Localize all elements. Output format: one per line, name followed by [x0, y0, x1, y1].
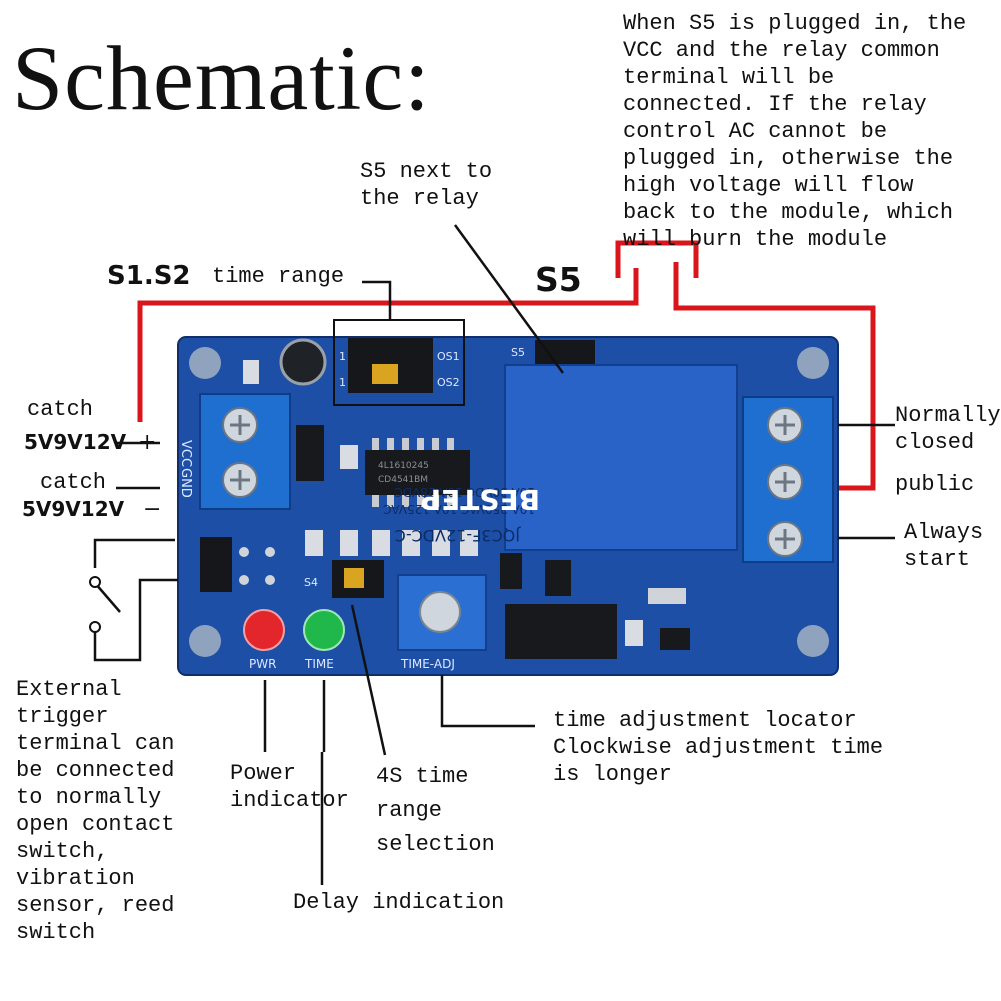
capacitor	[279, 338, 327, 386]
s4-jumper-cap	[344, 568, 364, 588]
mount-hole	[189, 625, 221, 657]
s2-pin-label: 1	[339, 376, 346, 389]
s1s2-label: S1.S2	[107, 261, 191, 291]
gnd-label: GND	[178, 468, 193, 498]
time-range-label: time range	[212, 264, 345, 289]
s5-warning-note: When S5 is plugged in, the VCC and the r…	[623, 11, 967, 252]
trigger-lead-bottom	[93, 578, 178, 662]
range-selection-label: 4S time range selection	[376, 764, 495, 857]
trigger-header	[200, 537, 232, 592]
pointer-lines	[93, 224, 895, 885]
s5-pointer	[453, 224, 565, 374]
transistor	[660, 628, 690, 650]
range-selection-pointer	[350, 604, 387, 756]
always-start-label: Always start	[904, 520, 984, 572]
catch-bottom-label: catch	[40, 470, 107, 495]
relay-brand: BESTEP	[421, 483, 540, 516]
trigger-lead-top	[93, 538, 175, 568]
ic-chip: 4L1610245 CD4541BM	[365, 438, 470, 507]
vcc-label: VCC	[178, 440, 193, 467]
public-label: public	[895, 472, 975, 497]
s1s2-wire	[137, 268, 639, 422]
time-adjust-note: time adjustment locator Clockwise adjust…	[553, 708, 884, 787]
s5-jumper	[535, 340, 595, 368]
pwr-pcb-label: PWR	[249, 657, 276, 671]
power-indicator-label: Power indicator	[230, 761, 349, 813]
diode-small	[648, 588, 686, 604]
s1s2-highlight-box	[333, 319, 465, 406]
circuit-board: VCC GND 1 1 OS1 OS2 S5 4L16102	[177, 319, 839, 676]
os1-label: OS1	[437, 350, 460, 363]
chip-marking: CD4541BM	[378, 475, 428, 485]
red-wires	[137, 240, 876, 491]
s1s2-pointer	[362, 280, 392, 320]
s5-pcb-label: S5	[511, 346, 525, 359]
relay-rating: 10A 30VDC 10A 28VDC	[394, 485, 535, 499]
minus-label: −	[143, 497, 162, 522]
warning-bracket-right	[676, 240, 699, 278]
page-title: Schematic:	[12, 27, 431, 129]
relay-rating: 10A 250VAC 10A 125VAC	[383, 502, 535, 516]
diode	[296, 425, 324, 481]
s1-pin-label: 1	[339, 350, 346, 363]
voltage-bottom-label: 5V9V12V	[22, 497, 125, 521]
os2-label: OS2	[437, 376, 460, 389]
external-trigger-note: External trigger terminal can be connect…	[16, 677, 175, 945]
smd-chip	[505, 604, 617, 659]
time-adjust-pointer	[440, 675, 535, 728]
time-adj-pcb-label: TIME-ADJ	[400, 657, 455, 671]
relay: JQC3F-12VDC-C 10A 250VAC 10A 125VAC 10A …	[383, 364, 738, 551]
catch-top-label: catch	[27, 397, 94, 422]
warning-bracket-left	[615, 240, 676, 278]
s4-pcb-label: S4	[304, 576, 318, 589]
voltage-top-label: 5V9V12V	[24, 430, 127, 454]
switch-contact	[89, 621, 101, 633]
mount-hole	[797, 347, 829, 379]
transistor	[500, 553, 522, 589]
public-wire	[673, 262, 876, 491]
delay-indication-label: Delay indication	[293, 890, 505, 915]
switch-contact	[89, 576, 101, 588]
plus-label: +	[138, 430, 157, 455]
smd-resistors	[243, 360, 478, 556]
mount-hole	[189, 347, 221, 379]
output-terminal-block	[742, 396, 834, 563]
relay-model: JQC3F-12VDC-C	[395, 526, 521, 545]
trigger-switch	[94, 582, 121, 613]
time-pcb-label: TIME	[304, 657, 334, 671]
mount-hole	[797, 625, 829, 657]
chip-marking: 4L1610245	[378, 461, 429, 471]
jumper-cap	[372, 364, 398, 384]
transistor	[545, 560, 571, 596]
input-terminal-block	[199, 393, 291, 510]
time-led	[303, 609, 345, 651]
s5-location-note: S5 next to the relay	[360, 159, 493, 211]
s5-label: S5	[535, 260, 582, 299]
power-led	[243, 609, 285, 651]
normally-closed-label: Normally closed	[895, 403, 1001, 455]
